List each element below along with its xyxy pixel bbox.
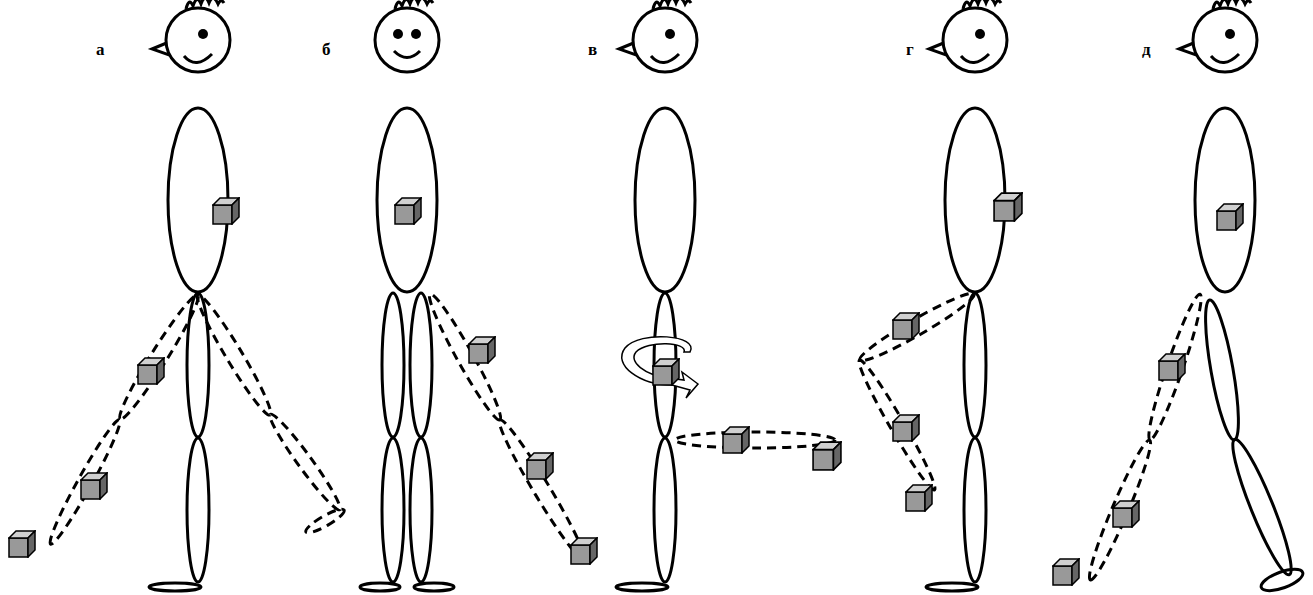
sensor-cube: [1159, 354, 1185, 380]
sensor-cube: [723, 427, 749, 453]
sensor-cube: [1053, 559, 1079, 585]
limb-segment: [964, 438, 986, 582]
sensor-cube: [395, 198, 421, 224]
head: [152, 0, 230, 72]
sensor-cube: [469, 337, 495, 363]
limb-segment: [1142, 292, 1207, 443]
head: [929, 0, 1007, 72]
figure-a: [9, 0, 347, 591]
limb-segment: [382, 438, 404, 582]
limb-segment: [654, 438, 676, 582]
limb-segment: [44, 417, 125, 548]
limb-segment: [265, 410, 346, 514]
figure-part: [423, 290, 591, 564]
limb-segment: [926, 583, 978, 591]
sensor-cube: [1217, 204, 1243, 230]
figure-e: [1053, 0, 1305, 595]
figure-c: [616, 0, 841, 591]
limb-segment: [410, 293, 432, 437]
limb-segment: [303, 506, 346, 537]
limb-segment: [414, 583, 454, 591]
limb-segment: [187, 438, 209, 582]
limb-segment: [1083, 437, 1157, 583]
limb-segment: [360, 583, 400, 591]
sensor-cube: [527, 453, 553, 479]
figure-part: [44, 291, 346, 548]
head: [1179, 0, 1257, 72]
panel-letter: в: [588, 40, 597, 60]
figure-d: [853, 0, 1021, 591]
figure-b: [360, 0, 597, 591]
limb-segment: [191, 291, 277, 419]
head: [619, 0, 697, 72]
sensor-cube: [813, 442, 841, 470]
limb-segment: [1259, 565, 1306, 595]
rotation-arrow: [622, 337, 698, 398]
limb-segment: [964, 293, 986, 437]
sensor-cube: [994, 193, 1022, 221]
figure-part: [1083, 292, 1208, 583]
limb-segment: [382, 293, 404, 437]
sensor-cube: [213, 198, 239, 224]
limb-segment: [853, 357, 940, 494]
panel-letter: д: [1142, 40, 1151, 60]
limb-segment: [675, 432, 835, 448]
limb-segment: [1195, 108, 1255, 292]
limb-segment: [635, 108, 695, 292]
limb-segment: [1224, 435, 1299, 579]
sensor-cube: [653, 359, 679, 385]
limb-segment: [377, 108, 437, 292]
limb-segment: [616, 583, 668, 591]
limb-segment: [114, 291, 205, 423]
figure-part: [675, 432, 835, 448]
head: [375, 0, 439, 72]
sensor-cube: [138, 358, 164, 384]
sensor-cube: [1113, 501, 1139, 527]
limb-segment: [149, 583, 201, 591]
panel-letter: а: [96, 40, 105, 60]
limb-segment: [1199, 298, 1245, 442]
panel-letter: б: [322, 40, 331, 60]
limb-segment: [410, 438, 432, 582]
limb-segment: [423, 290, 507, 424]
figure-part: [853, 287, 978, 493]
panel-letter: г: [906, 40, 914, 60]
sensor-cube: [81, 473, 107, 499]
sensor-cube: [893, 313, 919, 339]
sensor-cube: [906, 485, 932, 511]
sensor-cube: [571, 538, 597, 564]
sensor-cube: [893, 415, 919, 441]
limb-segment: [856, 287, 978, 367]
sensor-cube: [9, 531, 35, 557]
